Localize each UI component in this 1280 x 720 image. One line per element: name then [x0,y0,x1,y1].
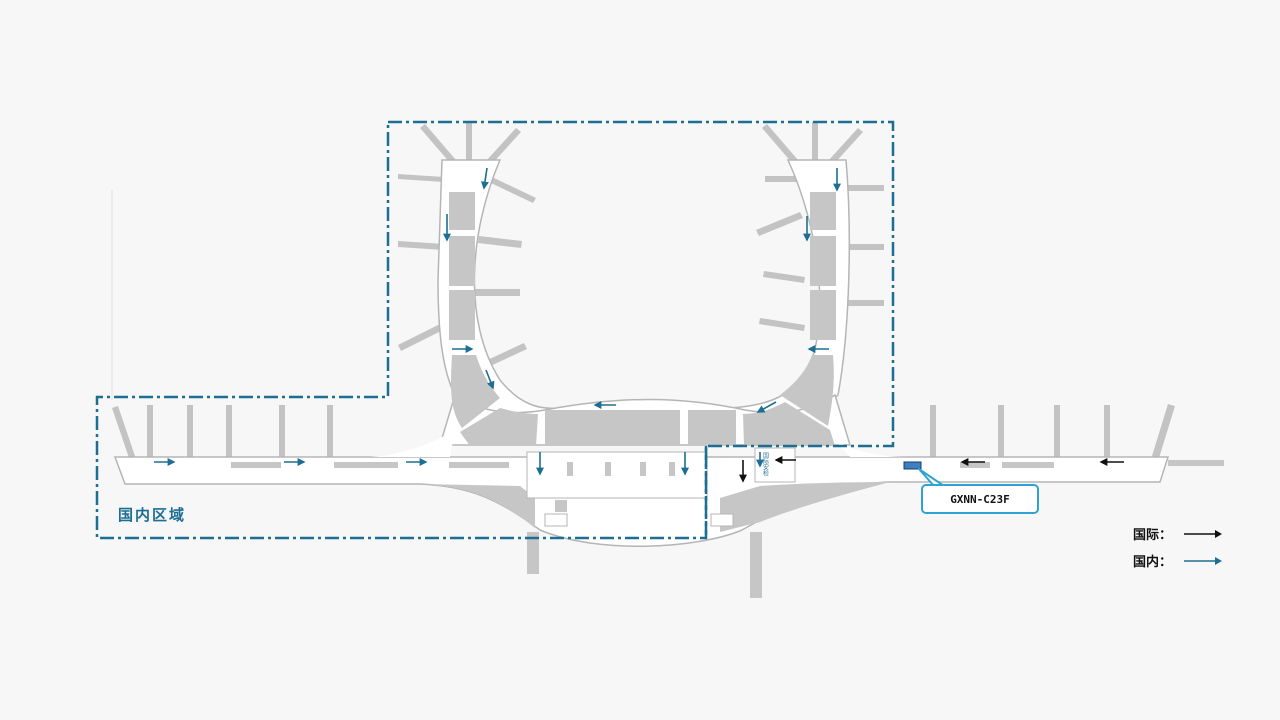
east-gates [930,404,1175,458]
west-gates [112,405,333,458]
gate-e3 [1054,405,1060,457]
gate-w4 [226,405,232,457]
gate-e1 [930,405,936,457]
legend-domestic-arrow-icon [1184,556,1222,565]
south-road-left [527,532,539,574]
gate-e5 [1152,404,1175,458]
legend-international-arrow-icon [1184,529,1222,538]
south-road-right [750,532,762,598]
legend-international: 国际： [1133,520,1223,547]
location-marker [903,461,922,470]
security-checkpoint-label: 国际安检 [762,452,769,477]
domestic-zone-boundary [95,120,895,540]
gate-e2 [998,405,1004,457]
zone-boundaries [95,120,895,540]
legend-domestic-label: 国内： [1133,555,1173,570]
east-connector [835,440,910,457]
domestic-zone-label: 国内区域 [118,506,187,524]
gate-w1 [112,406,135,458]
gate-w5 [279,405,285,457]
gate-w6 [327,405,333,457]
right-pier-gates [756,122,884,331]
legend-domestic: 国内： [1133,547,1223,574]
east-extension [1168,460,1224,466]
central-processing-block [526,447,796,527]
gate-code: GXNN-C23F [950,492,1010,506]
gate-w3 [187,405,193,457]
international-flow-arrows [739,456,1124,483]
legend-international-label: 国际： [1133,528,1173,543]
west-connector [370,430,455,457]
gate-code-callout: GXNN-C23F [921,484,1039,514]
left-pier-gates [398,122,536,368]
domestic-flow-arrows [154,167,841,476]
legend: 国际： 国内： [1133,520,1223,574]
functional-areas [231,192,1054,532]
gate-e4 [1104,405,1110,457]
gate-w2 [147,405,153,457]
